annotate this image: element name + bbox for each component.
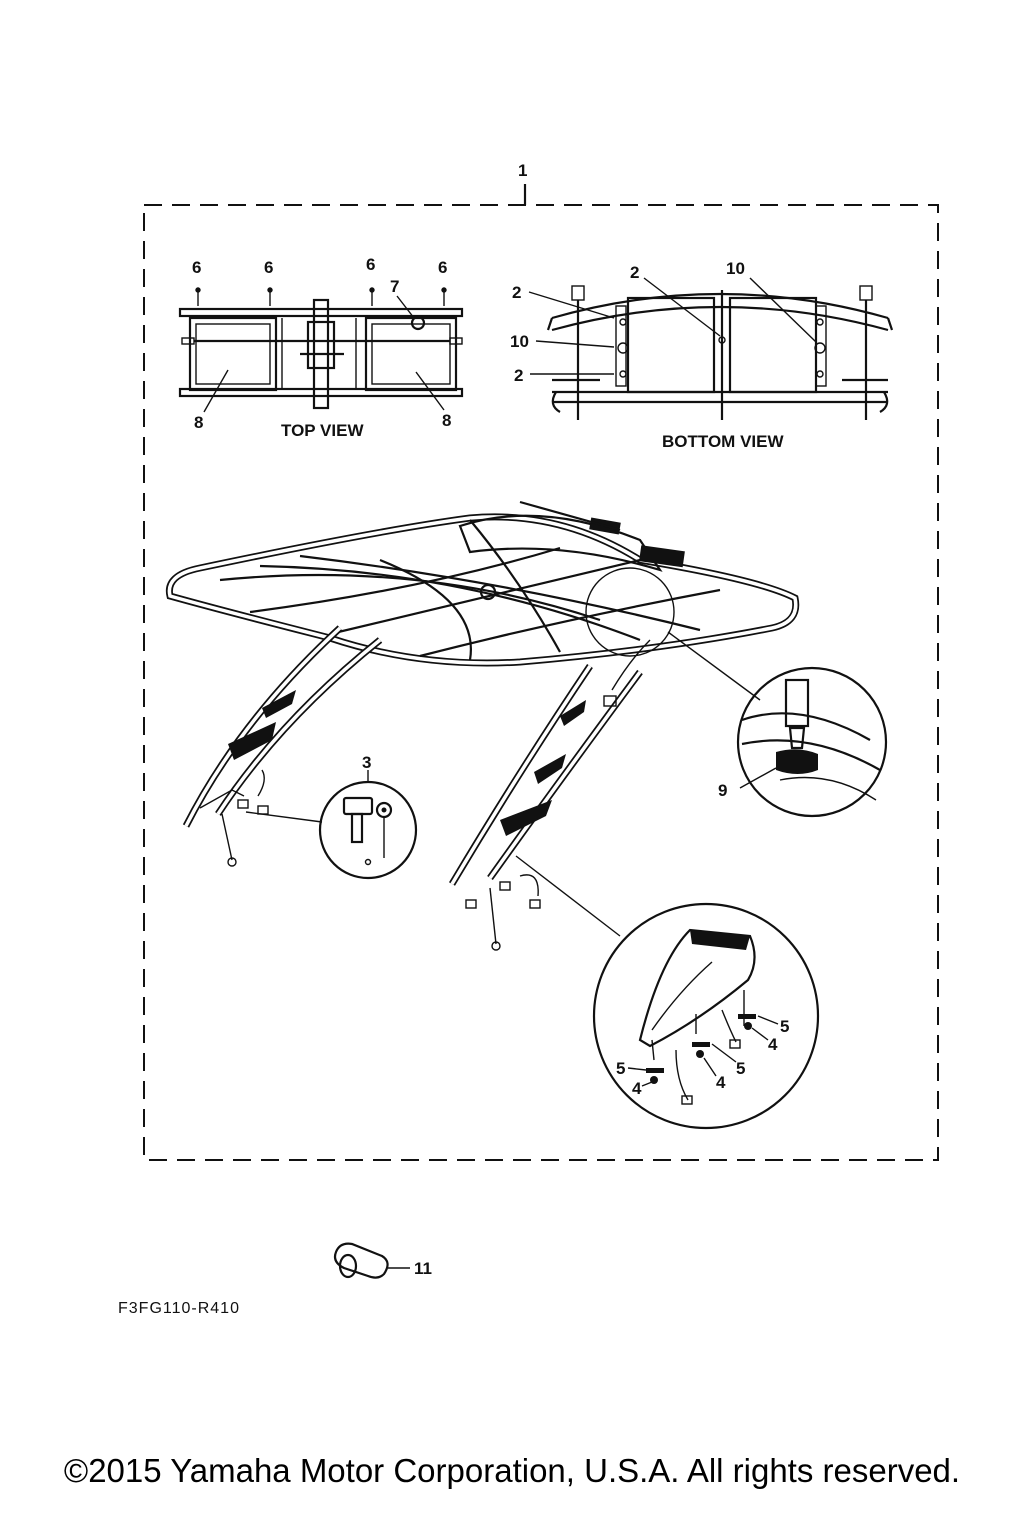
callout-6b: 6 — [264, 258, 273, 277]
top-view — [178, 287, 464, 413]
callout-9: 9 — [718, 781, 727, 800]
bottom-view-title: BOTTOM VIEW — [662, 432, 784, 451]
detail-lower — [592, 902, 820, 1130]
callout-10b: 10 — [726, 259, 745, 278]
detail-leader-3 — [245, 811, 323, 823]
callout-3: 3 — [362, 753, 371, 772]
detail-3 — [318, 770, 418, 880]
detail-leader-lower — [515, 855, 621, 937]
callout-4a: 4 — [768, 1035, 778, 1054]
callout-5a: 5 — [780, 1017, 789, 1036]
tower-assembly — [165, 500, 800, 951]
top-view-title: TOP VIEW — [281, 421, 364, 440]
detail-marker-9 — [585, 567, 675, 657]
callout-6c: 6 — [366, 255, 375, 274]
callout-2b: 2 — [514, 366, 523, 385]
part-11-plug — [333, 1242, 410, 1279]
assembly-boundary — [143, 204, 939, 1161]
callout-8a: 8 — [194, 413, 203, 432]
callout-5c: 5 — [616, 1059, 625, 1078]
callout-5b: 5 — [736, 1059, 745, 1078]
callout-2a: 2 — [512, 283, 521, 302]
callout-4b: 4 — [716, 1073, 726, 1092]
callout-8b: 8 — [442, 411, 451, 430]
callout-7: 7 — [390, 277, 399, 296]
detail-leader-9 — [667, 631, 761, 701]
callout-1: 1 — [518, 161, 527, 180]
callout-11: 11 — [414, 1259, 432, 1278]
callout-2c: 2 — [630, 263, 639, 282]
detail-9 — [736, 666, 888, 818]
callout-6d: 6 — [438, 258, 447, 277]
drawing-code: F3FG110-R410 — [118, 1300, 240, 1317]
callout-10a: 10 — [510, 332, 529, 351]
callout-4c: 4 — [632, 1079, 642, 1098]
light-fixture-icon — [410, 315, 426, 331]
callout-6a: 6 — [192, 258, 201, 277]
bottom-view — [528, 277, 894, 420]
copyright-notice: ©2015 Yamaha Motor Corporation, U.S.A. A… — [63, 1452, 961, 1489]
